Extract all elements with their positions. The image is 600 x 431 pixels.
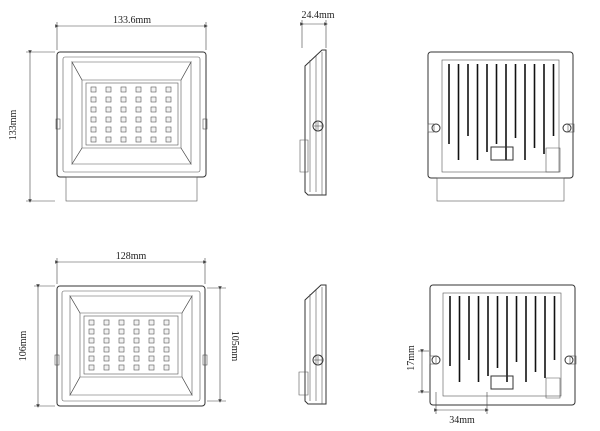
led-chip xyxy=(135,136,142,143)
heatsink-fins xyxy=(449,296,556,382)
dimension-label-height-top: 133mm xyxy=(8,110,19,141)
led-chip xyxy=(120,116,127,123)
led-chip xyxy=(105,136,112,143)
led-chip xyxy=(103,328,110,335)
led-chip xyxy=(120,126,127,133)
led-chip xyxy=(150,116,157,123)
led-chip xyxy=(120,96,127,103)
led-chip xyxy=(88,328,95,335)
dimension-label-height-bottom-right: 105mm xyxy=(229,331,240,362)
led-chip xyxy=(163,355,170,362)
dimension-height-top: 133mm xyxy=(8,50,55,203)
led-chip xyxy=(105,86,112,93)
led-chip xyxy=(90,106,97,113)
led-chip xyxy=(150,126,157,133)
led-chip xyxy=(165,136,172,143)
led-chip xyxy=(90,116,97,123)
led-chip xyxy=(163,346,170,353)
side-view-bottom xyxy=(298,284,327,405)
led-chip xyxy=(118,319,125,326)
heatsink-fins xyxy=(448,64,555,160)
led-chip xyxy=(88,355,95,362)
led-chip xyxy=(163,364,170,371)
led-chip xyxy=(133,364,140,371)
led-chip xyxy=(118,346,125,353)
led-chip xyxy=(105,96,112,103)
led-chip xyxy=(165,86,172,93)
led-chip xyxy=(150,86,157,93)
led-chip xyxy=(105,106,112,113)
led-chip xyxy=(120,106,127,113)
led-chip xyxy=(150,136,157,143)
led-chip xyxy=(148,346,155,353)
led-chip xyxy=(90,126,97,133)
dimension-label-bracket-height: 17mm xyxy=(406,345,417,371)
side-view-top xyxy=(299,49,327,196)
led-chip xyxy=(150,96,157,103)
led-chip xyxy=(165,106,172,113)
back-view-bottom xyxy=(429,284,577,406)
led-chip xyxy=(105,116,112,123)
led-chip xyxy=(135,126,142,133)
led-chip xyxy=(90,86,97,93)
led-chip xyxy=(163,337,170,344)
led-chip xyxy=(88,364,95,371)
dimension-height-bottom-right: 105mm xyxy=(207,286,240,403)
led-chip xyxy=(90,136,97,143)
dimension-width-bottom: 128mm xyxy=(55,251,207,284)
dimension-label-height-bottom-left: 106mm xyxy=(18,331,29,362)
led-chip xyxy=(135,106,142,113)
front-view-top xyxy=(55,51,208,202)
led-chip xyxy=(135,116,142,123)
led-chip xyxy=(133,346,140,353)
led-chip xyxy=(148,337,155,344)
led-chip xyxy=(135,96,142,103)
led-chip xyxy=(88,346,95,353)
dimension-label-width-bottom: 128mm xyxy=(116,251,147,262)
led-chip xyxy=(105,126,112,133)
led-chip xyxy=(120,136,127,143)
dimension-width-top: 133.6mm xyxy=(55,15,208,50)
led-chip xyxy=(103,364,110,371)
led-chip xyxy=(133,355,140,362)
led-array xyxy=(88,319,170,371)
led-chip xyxy=(133,337,140,344)
led-chip xyxy=(165,96,172,103)
led-array xyxy=(90,86,172,143)
led-chip xyxy=(135,86,142,93)
led-chip xyxy=(118,337,125,344)
led-chip xyxy=(118,364,125,371)
led-chip xyxy=(133,319,140,326)
dimension-height-bottom-left: 106mm xyxy=(18,284,55,408)
led-chip xyxy=(118,355,125,362)
back-view-top xyxy=(427,51,575,202)
led-chip xyxy=(163,328,170,335)
dimension-label-bracket-width: 34mm xyxy=(449,415,475,426)
led-chip xyxy=(165,126,172,133)
led-chip xyxy=(148,355,155,362)
led-chip xyxy=(118,328,125,335)
led-chip xyxy=(148,364,155,371)
front-view-bottom xyxy=(54,285,208,407)
led-chip xyxy=(148,328,155,335)
led-chip xyxy=(103,346,110,353)
led-chip xyxy=(120,86,127,93)
led-chip xyxy=(103,355,110,362)
led-chip xyxy=(163,319,170,326)
dimension-label-width-top: 133.6mm xyxy=(113,15,151,26)
led-chip xyxy=(165,116,172,123)
led-chip xyxy=(133,328,140,335)
dimension-bracket-height: 17mm xyxy=(406,345,429,394)
dimension-bracket-width: 34mm xyxy=(434,392,489,426)
led-chip xyxy=(148,319,155,326)
led-chip xyxy=(103,337,110,344)
dimension-label-depth-top: 24.4mm xyxy=(301,10,334,21)
led-chip xyxy=(150,106,157,113)
led-chip xyxy=(88,337,95,344)
led-chip xyxy=(90,96,97,103)
led-chip xyxy=(103,319,110,326)
led-chip xyxy=(88,319,95,326)
dimension-depth-top: 24.4mm xyxy=(300,10,335,48)
